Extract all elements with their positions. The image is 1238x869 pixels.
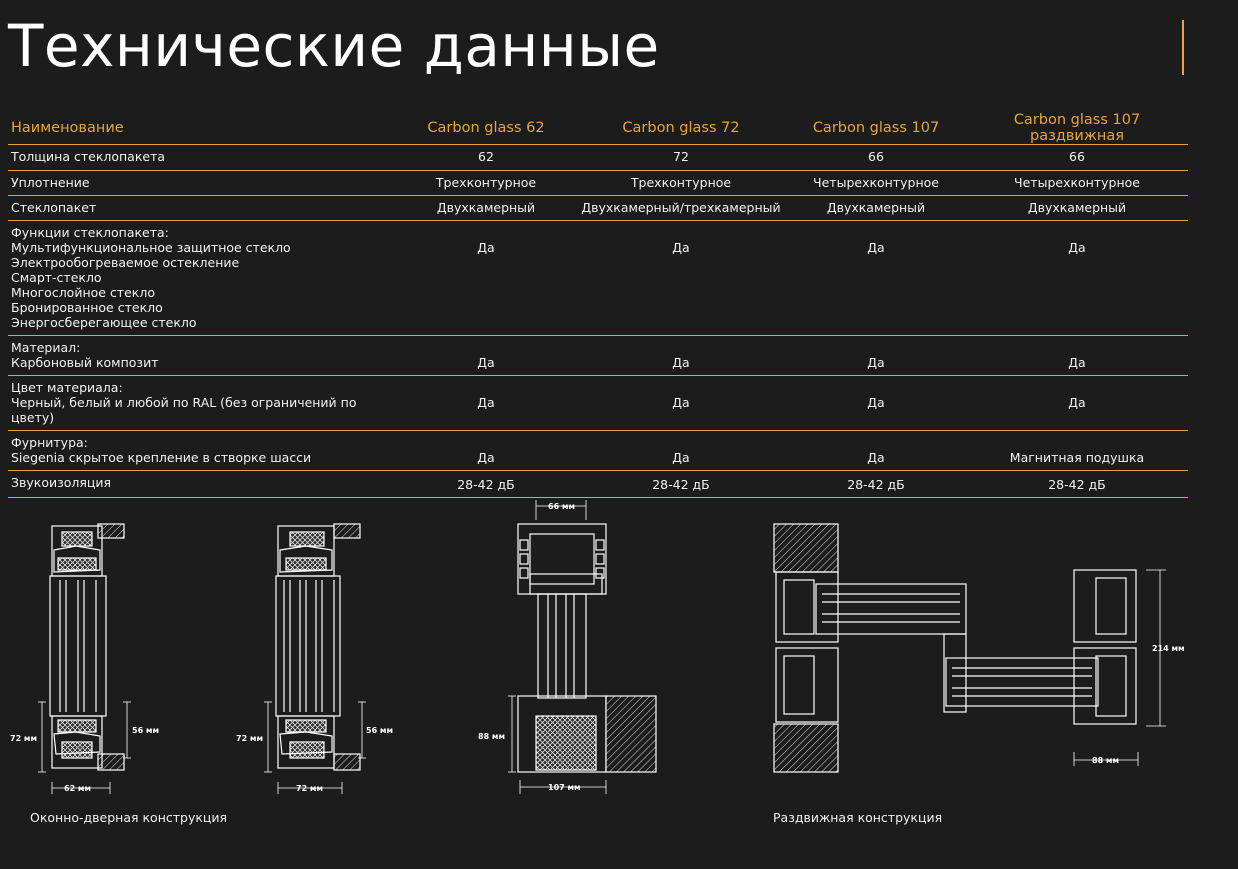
dimension-cg62 bbox=[38, 701, 131, 794]
specs-table: Наименование Carbon glass 62 Carbon glas… bbox=[8, 112, 1188, 498]
dim-label: 88 мм bbox=[1092, 756, 1119, 765]
cell: Да bbox=[966, 375, 1188, 431]
cell: Трехконтурное bbox=[576, 170, 786, 196]
table-row: Цвет материала: Черный, белый и любой по… bbox=[8, 375, 1188, 431]
section-drawing-cg107 bbox=[517, 523, 657, 773]
cell: Да bbox=[576, 375, 786, 431]
row-label: Уплотнение bbox=[8, 170, 396, 196]
dim-label: 214 мм bbox=[1152, 644, 1185, 653]
table-row: Материал: Карбоновый композит Да Да Да Д… bbox=[8, 335, 1188, 376]
cell: Магнитная подушка bbox=[966, 430, 1188, 471]
cell: Да bbox=[576, 430, 786, 471]
cell: Да bbox=[786, 335, 966, 376]
dim-label: 56 мм bbox=[366, 726, 393, 735]
dim-label: 66 мм bbox=[548, 502, 575, 511]
table-header-row: Наименование Carbon glass 62 Carbon glas… bbox=[8, 112, 1188, 145]
cell: Трехконтурное bbox=[396, 170, 576, 196]
dim-label: 62 мм bbox=[64, 784, 91, 793]
cell: Да bbox=[966, 335, 1188, 376]
row-label: Звукоизоляция bbox=[8, 470, 396, 498]
cell: Двухкамерный bbox=[966, 195, 1188, 221]
dim-label: 72 мм bbox=[236, 734, 263, 743]
page-title: Технические данные bbox=[8, 12, 660, 80]
cell: 28-42 дБ bbox=[786, 470, 966, 498]
header-cg62: Carbon glass 62 bbox=[427, 120, 545, 136]
caption-sliding: Раздвижная конструкция bbox=[773, 810, 943, 825]
cell: 66 bbox=[966, 144, 1188, 171]
cell: Да bbox=[966, 220, 1188, 336]
cell: Четырехконтурное bbox=[786, 170, 966, 196]
table-row: Стеклопакет Двухкамерный Двухкамерный/тр… bbox=[8, 195, 1188, 221]
table-row: Уплотнение Трехконтурное Трехконтурное Ч… bbox=[8, 170, 1188, 196]
row-label: Стеклопакет bbox=[8, 195, 396, 221]
cell: Двухкамерный bbox=[396, 195, 576, 221]
section-drawing-sliding bbox=[773, 523, 1137, 773]
cell: Двухкамерный bbox=[786, 195, 966, 221]
cell: Да bbox=[576, 220, 786, 336]
row-label: Материал: Карбоновый композит bbox=[8, 335, 396, 376]
dim-label: 72 мм bbox=[10, 734, 37, 743]
section-drawing-cg62 bbox=[49, 523, 125, 771]
cell: Да bbox=[396, 430, 576, 471]
row-label: Фурнитура: Siegenia скрытое крепление в … bbox=[8, 430, 396, 471]
dimension-cg107 bbox=[508, 500, 607, 794]
cell: 28-42 дБ bbox=[966, 470, 1188, 498]
cell: 28-42 дБ bbox=[396, 470, 576, 498]
dim-label: 56 мм bbox=[132, 726, 159, 735]
cell: Да bbox=[396, 335, 576, 376]
cell: Да bbox=[786, 430, 966, 471]
table-row: Звукоизоляция 28-42 дБ 28-42 дБ 28-42 дБ… bbox=[8, 470, 1188, 498]
row-label: Цвет материала: Черный, белый и любой по… bbox=[8, 375, 396, 431]
table-row: Толщина стеклопакета 62 72 66 66 bbox=[8, 144, 1188, 171]
cell: 72 bbox=[576, 144, 786, 171]
cell: Да bbox=[786, 375, 966, 431]
dimension-cg72 bbox=[264, 701, 366, 794]
cell: 66 bbox=[786, 144, 966, 171]
dim-label: 107 мм bbox=[548, 783, 581, 792]
cell: Четырехконтурное bbox=[966, 170, 1188, 196]
header-name: Наименование bbox=[11, 120, 124, 136]
cell: 28-42 дБ bbox=[576, 470, 786, 498]
technical-drawings: 72 мм 56 мм 62 мм 72 мм 56 мм 72 мм bbox=[10, 500, 1185, 794]
cell: Двухкамерный/трехкамерный bbox=[576, 195, 786, 221]
dimension-sliding bbox=[1073, 569, 1166, 766]
row-label: Функции стеклопакета: Мультифункциональн… bbox=[8, 220, 396, 336]
header-cg107: Carbon glass 107 bbox=[812, 120, 940, 136]
cell: Да bbox=[786, 220, 966, 336]
cell: Да bbox=[396, 375, 576, 431]
cell: 62 bbox=[396, 144, 576, 171]
accent-bar bbox=[1182, 20, 1184, 75]
table-row: Функции стеклопакета: Мультифункциональн… bbox=[8, 220, 1188, 336]
caption-window-door: Оконно-дверная конструкция bbox=[30, 810, 228, 825]
cell: Да bbox=[576, 335, 786, 376]
header-cg107-sliding: Carbon glass 107 раздвижная bbox=[1013, 112, 1141, 144]
section-drawing-cg72 bbox=[275, 523, 361, 771]
header-cg72: Carbon glass 72 bbox=[622, 120, 740, 136]
row-label: Толщина стеклопакета bbox=[8, 144, 396, 171]
dim-label: 88 мм bbox=[478, 732, 505, 741]
table-row: Фурнитура: Siegenia скрытое крепление в … bbox=[8, 430, 1188, 471]
dim-label: 72 мм bbox=[296, 784, 323, 793]
cell: Да bbox=[396, 220, 576, 336]
